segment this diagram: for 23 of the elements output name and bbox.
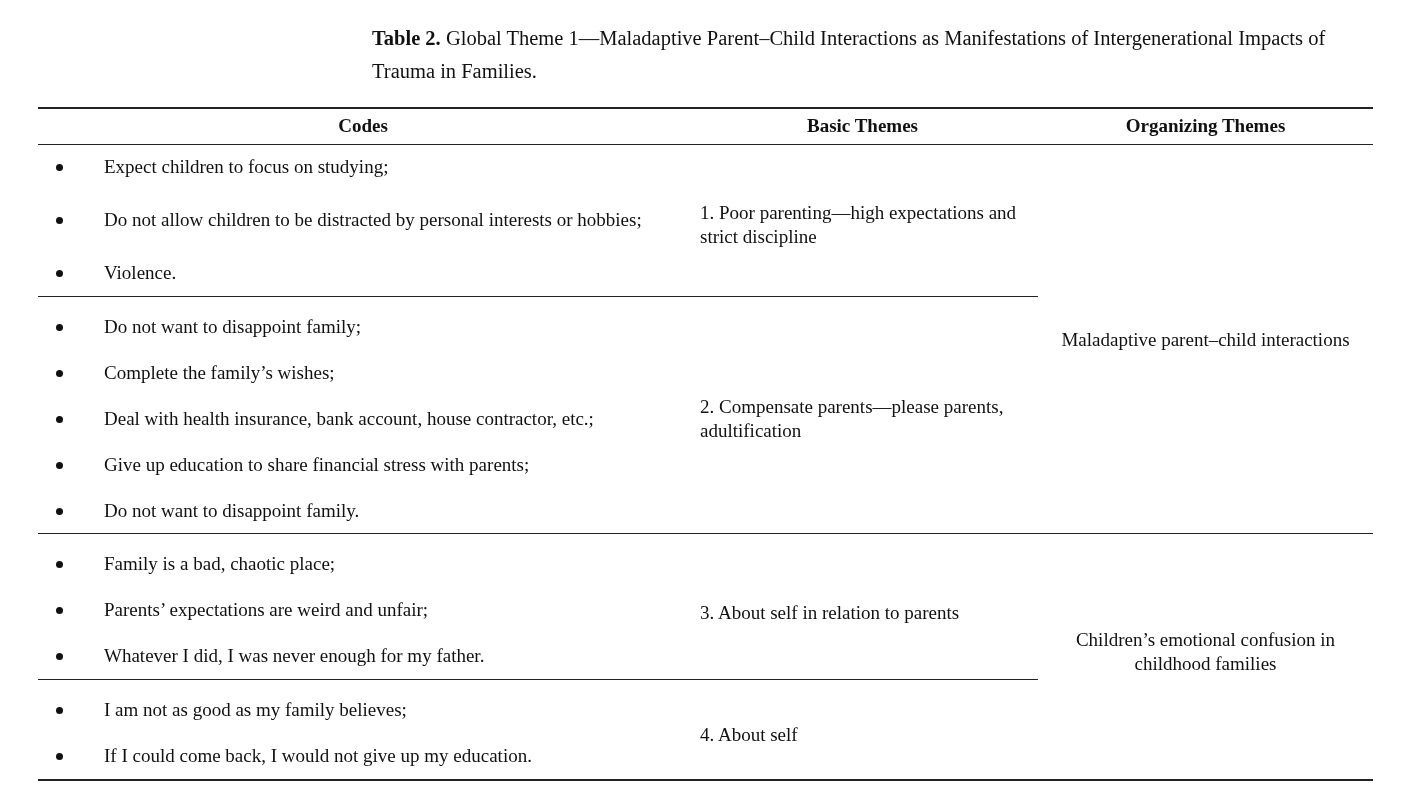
table-cell-text: 2. Compensate parents—please parents, adultification: [700, 395, 1005, 443]
table-cell-text: 1. Poor parenting—high expectations and strict discipline: [700, 201, 1018, 249]
column-header: Codes: [337, 114, 389, 138]
table-cell-text: Children’s emotional confusion in childhood families: [1074, 628, 1337, 676]
table-cell: Whatever I did, I was never enough for my father.: [104, 644, 485, 668]
column-header: Organizing Themes: [1124, 114, 1287, 138]
table-cell-text: 4. About self: [700, 723, 799, 747]
table-cell: Violence.: [104, 261, 177, 285]
table-cell: Parents’ expectations are weird and unfair;: [104, 598, 429, 622]
table-cell: Deal with health insurance, bank account, house contractor, etc.;: [104, 407, 594, 431]
table-cell: I am not as good as my family believes;: [104, 698, 407, 722]
table-cell: Family is a bad, chaotic place;: [104, 552, 336, 576]
table-cell: Do not want to disappoint family.: [104, 499, 360, 523]
table-cell-text: 3. About self in relation to parents: [700, 601, 961, 625]
table-caption: Table 2. Global Theme 1—Maladaptive Parent–Child Interactions as Manifestations of Intergenerational Impacts of Trauma in Families.: [372, 26, 1327, 84]
table-cell: Expect children to focus on studying;: [104, 155, 389, 179]
table-cell: Give up education to share financial stress with parents;: [104, 453, 530, 477]
table-cell: If I could come back, I would not give up my education.: [104, 744, 532, 768]
table-cell: Complete the family’s wishes;: [104, 361, 335, 385]
table-cell-text: Maladaptive parent–child interactions: [1060, 328, 1351, 352]
table-cell: Do not want to disappoint family;: [104, 315, 361, 339]
table-cell-text: Do not allow children to be distracted by personal interests or hobbies;: [104, 208, 643, 232]
column-header: Basic Themes: [806, 114, 919, 138]
